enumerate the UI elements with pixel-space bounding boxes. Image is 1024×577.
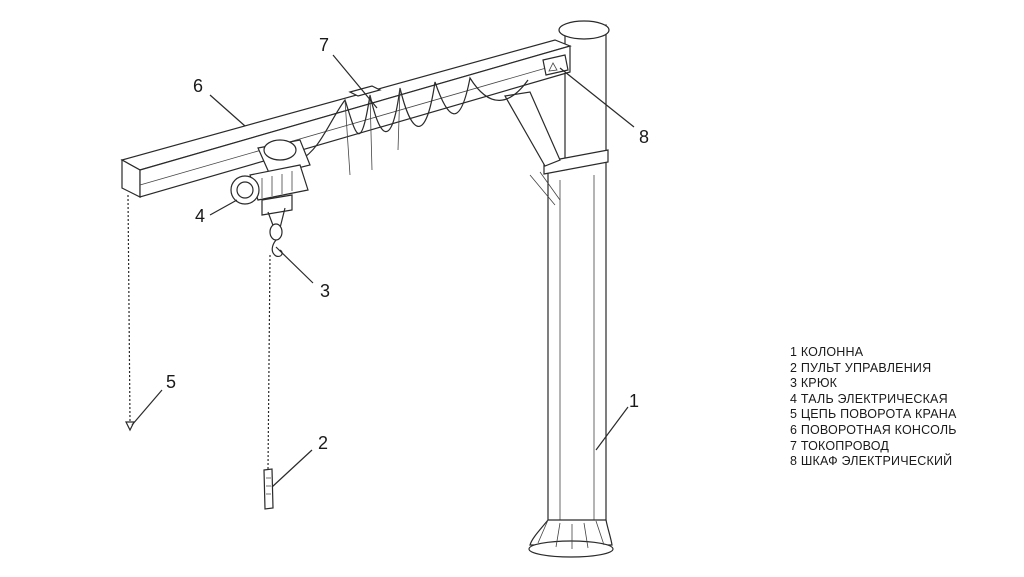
callout-2: 2 xyxy=(318,433,328,453)
current-conductor xyxy=(299,76,529,176)
callout-3: 3 xyxy=(320,281,330,301)
slewing-chain xyxy=(125,194,135,432)
leader-lines xyxy=(131,54,635,488)
legend-item: 1 КОЛОННА xyxy=(790,345,864,359)
legend-item: 7 ТОКОПРОВОД xyxy=(790,438,890,453)
legend-item: 8 ШКАФ ЭЛЕКТРИЧЕСКИЙ xyxy=(790,454,953,469)
control-pendant xyxy=(263,254,274,510)
callout-5: 5 xyxy=(166,372,176,392)
legend-item: 4 ТАЛЬ ЭЛЕКТРИЧЕСКАЯ xyxy=(790,391,948,406)
callout-6: 6 xyxy=(193,76,203,96)
electric-hoist xyxy=(230,139,311,216)
legend-item: 2 ПУЛЬТ УПРАВЛЕНИЯ xyxy=(790,360,932,375)
callout-1: 1 xyxy=(629,391,639,411)
callout-4: 4 xyxy=(195,206,205,226)
column xyxy=(504,20,614,558)
legend-item: 5 ЦЕПЬ ПОВОРОТА КРАНА xyxy=(790,407,957,422)
callout-7: 7 xyxy=(319,35,329,55)
legend-item: 6 ПОВОРОТНАЯ КОНСОЛЬ xyxy=(790,422,957,437)
legend-item: 3 КРЮК xyxy=(790,376,838,391)
callout-8: 8 xyxy=(639,127,649,147)
parts-legend: 1 КОЛОННА 2 ПУЛЬТ УПРАВЛЕНИЯ 3 КРЮК 4 ТА… xyxy=(790,345,957,470)
hook xyxy=(267,207,286,257)
